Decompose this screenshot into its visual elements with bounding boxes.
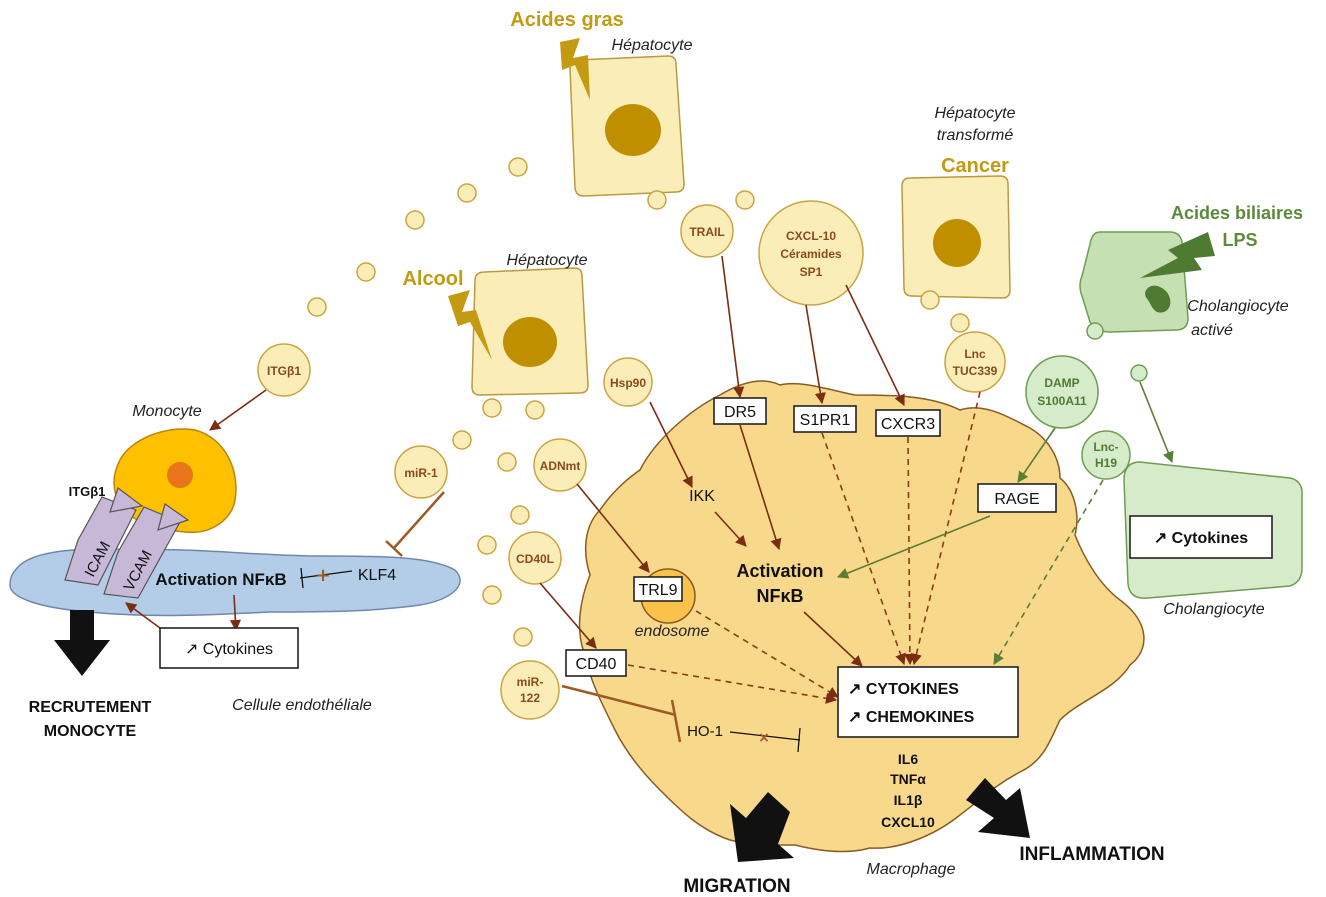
lightning-fatty-acids-icon [560,38,590,100]
svg-text:TRL9: TRL9 [638,582,677,599]
macrophage-cytokines-box: ↗ CYTOKINES ↗ CHEMOKINES [837,666,1019,738]
svg-text:×: × [758,730,770,746]
receptor-cd40: CD40 [565,649,627,677]
label-recruitment-1: RECRUTEMENT [29,699,152,716]
label-cancer: Cancer [941,155,1009,177]
monocyte-nucleus [167,462,193,488]
label-fatty-acids: Acides gras [510,9,623,31]
svg-text:CD40: CD40 [576,656,617,673]
label-transformed-2: transformé [937,127,1014,144]
lightning-bile-icon [1140,232,1215,278]
receptor-rage: RAGE [977,483,1057,513]
migration-arrow-icon [730,792,794,862]
vesicle-cd40l: CD40L [508,531,562,585]
label-klf4: KLF4 [358,567,396,584]
label-alcohol: Alcool [402,268,463,290]
svg-text:miR-: miR- [517,675,544,689]
label-ho1: HO-1 [687,723,723,740]
svg-text:TUC339: TUC339 [953,364,998,378]
svg-text:Céramides: Céramides [780,247,842,261]
svg-text:CD40L: CD40L [516,552,554,566]
label-hepatocyte-mid: Hépatocyte [507,252,588,269]
receptor-trl9: TRL9 [633,576,683,602]
lightning-alcohol-icon [448,290,492,360]
vesicle-cxcl10: CXCL-10 Céramides SP1 [758,200,864,306]
label-endosome: endosome [635,623,710,640]
svg-text:CXCL-10: CXCL-10 [786,229,836,243]
svg-text:H19: H19 [1095,456,1117,470]
svg-text:↗ Cytokines: ↗ Cytokines [185,641,273,658]
hepatocyte-top-nucleus [605,104,661,156]
label-activated-chol-1: Cholangiocyte [1187,298,1289,315]
receptor-cxcr3: CXCR3 [875,409,941,437]
label-ikk: IKK [689,488,715,505]
label-macrophage: Macrophage [867,861,956,878]
svg-text:↗ CYTOKINES: ↗ CYTOKINES [848,681,959,698]
svg-text:miR-1: miR-1 [404,466,438,480]
small-vesicles [307,157,1148,647]
vesicle-hsp90: Hsp90 [603,357,653,407]
vesicle-mir1: miR-1 [394,445,448,499]
label-migration: MIGRATION [683,876,790,897]
activated-cholangiocyte-nucleus [1145,285,1171,313]
svg-text:S100A11: S100A11 [1037,394,1087,408]
label-itgb1-monocyte: ITGβ1 [69,484,106,499]
adhesion-molecules: ICAM VCAM [64,487,190,599]
label-transformed-1: Hépatocyte [935,105,1016,122]
label-il1b: IL1β [894,792,923,808]
svg-text:Lnc-: Lnc- [1093,440,1118,454]
label-bile-acids: Acides biliaires [1171,203,1303,223]
label-cxcl10: CXCL10 [881,814,935,830]
label-endothelial-activation: Activation NFκB [155,570,286,589]
svg-text:Hsp90: Hsp90 [610,376,646,390]
inhibition-lines: + × [299,491,801,753]
activated-cholangiocyte-cell [1079,231,1189,333]
vesicle-mir122: miR- 122 [500,660,560,720]
inflammation-arrow-icon [966,778,1030,838]
label-recruitment-2: MONOCYTE [44,723,137,740]
label-tnfa: TNFα [890,771,926,787]
vesicle-lnc-h19: Lnc- H19 [1081,430,1131,480]
vesicle-damp: DAMP S100A11 [1025,355,1099,429]
label-il6: IL6 [898,751,918,767]
label-lps: LPS [1222,230,1257,250]
receptor-dr5: DR5 [713,397,767,425]
svg-text:122: 122 [520,691,540,705]
svg-text:TRAIL: TRAIL [689,225,724,239]
vesicle-trail: TRAIL [680,204,734,258]
svg-text:↗ Cytokines: ↗ Cytokines [1154,530,1248,547]
receptor-s1pr1: S1PR1 [793,405,857,433]
svg-text:S1PR1: S1PR1 [800,412,851,429]
svg-text:+: + [315,565,330,586]
label-activation-1: Activation [736,561,823,581]
svg-text:CXCR3: CXCR3 [881,416,935,433]
label-inflammation: INFLAMMATION [1019,844,1164,865]
svg-text:DAMP: DAMP [1044,376,1079,390]
svg-text:RAGE: RAGE [994,491,1039,508]
label-endothelial: Cellule endothéliale [232,697,372,714]
svg-text:↗ CHEMOKINES: ↗ CHEMOKINES [848,709,975,726]
hepatocyte-transformed-nucleus [933,219,981,267]
label-activation-2: NFκB [756,586,803,606]
vesicle-itgb1: ITGβ1 [257,343,311,397]
vesicle-adnmt: ADNmt [533,438,587,492]
cholangiocyte-cytokines-box: ↗ Cytokines [1129,515,1273,559]
vesicle-lnc-tuc339: Lnc TUC339 [944,331,1006,393]
label-hepatocyte-top: Hépatocyte [612,37,693,54]
pathway-arrows [125,255,1174,704]
svg-text:SP1: SP1 [800,265,823,279]
label-cholangiocyte: Cholangiocyte [1163,601,1265,618]
recruitment-arrow-icon [54,610,110,676]
label-activated-chol-2: activé [1191,322,1233,339]
svg-text:ADNmt: ADNmt [540,459,581,473]
svg-text:DR5: DR5 [724,404,756,421]
endothelial-cytokines-box: ↗ Cytokines [159,627,299,669]
hepatocyte-mid-nucleus [503,317,557,367]
label-monocyte: Monocyte [132,403,201,420]
svg-text:Lnc: Lnc [964,347,986,361]
svg-text:ITGβ1: ITGβ1 [267,364,301,378]
